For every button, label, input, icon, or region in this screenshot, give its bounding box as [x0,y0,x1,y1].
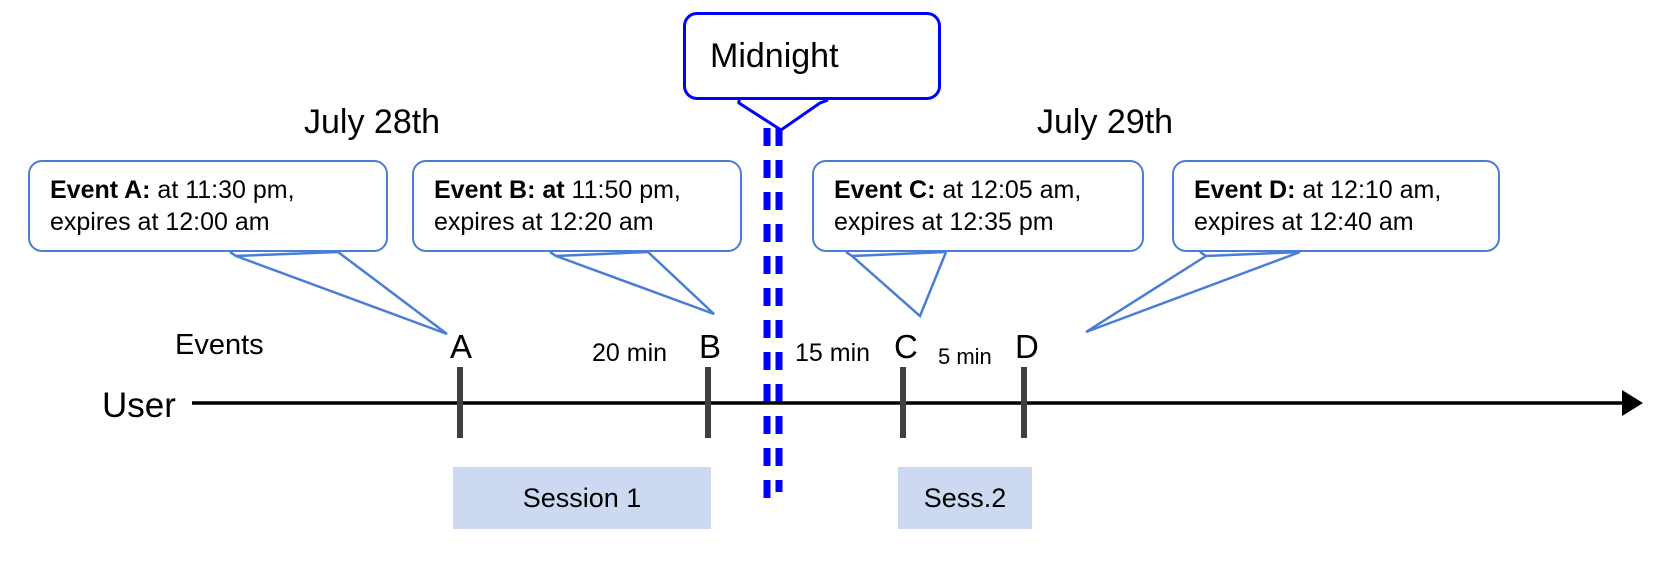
interval-label-c-to-d: 5 min [938,344,992,369]
date-label-left: July 28th [304,103,441,141]
midnight-label: Midnight [710,37,839,75]
events-row-label: Events [175,329,264,361]
event-a-title: Event A: [50,176,151,204]
event-a-line1-rest: at 11:30 pm, [150,176,295,204]
event-b-line1-rest: 11:50 pm, [564,176,681,204]
session-1-label: Session 1 [522,482,642,513]
midnight-callout: Midnight [683,12,941,100]
tick-label-c: C [894,328,918,365]
user-row-label: User [102,386,176,425]
event-d-line2: expires at 12:40 am [1194,208,1414,236]
event-callout-a: Event A: at 11:30 pm, expires at 12:00 a… [28,160,388,252]
tick-label-d: D [1015,328,1039,365]
event-b-line2: expires at 12:20 am [434,208,654,236]
session-block-1: Session 1 [453,467,711,529]
event-b-callout-tail [549,250,715,316]
midnight-callout-tail [737,98,829,132]
event-d-callout-tail [1085,250,1301,334]
session-2-label: Sess.2 [923,482,1007,513]
session-block-2: Sess.2 [898,467,1032,529]
tick-label-b: B [699,328,722,365]
event-c-line1-rest: at 12:05 am, [935,176,1082,204]
event-callout-c: Event C: at 12:05 am, expires at 12:35 p… [812,160,1144,252]
midnight-dashed-line [763,128,783,500]
event-d-title: Event D: [1194,176,1296,204]
event-tick-marks [457,367,1027,438]
interval-label-a-to-b: 20 min [592,339,668,367]
event-c-callout-tail [845,250,948,319]
event-a-callout-tail [229,250,448,336]
date-label-right: July 29th [1037,103,1174,141]
interval-label-b-to-c: 15 min [795,339,871,367]
event-callout-d: Event D: at 12:10 am, expires at 12:40 a… [1172,160,1500,252]
event-callout-b: Event B: at 11:50 pm, expires at 12:20 a… [412,160,742,252]
event-a-line2: expires at 12:00 am [50,208,270,236]
user-timeline-axis [192,390,1643,416]
event-b-title: Event B: at [434,176,565,204]
event-c-line2: expires at 12:35 pm [834,208,1054,236]
event-c-title: Event C: [834,176,936,204]
event-d-line1-rest: at 12:10 am, [1295,176,1442,204]
tick-label-a: A [450,328,473,365]
